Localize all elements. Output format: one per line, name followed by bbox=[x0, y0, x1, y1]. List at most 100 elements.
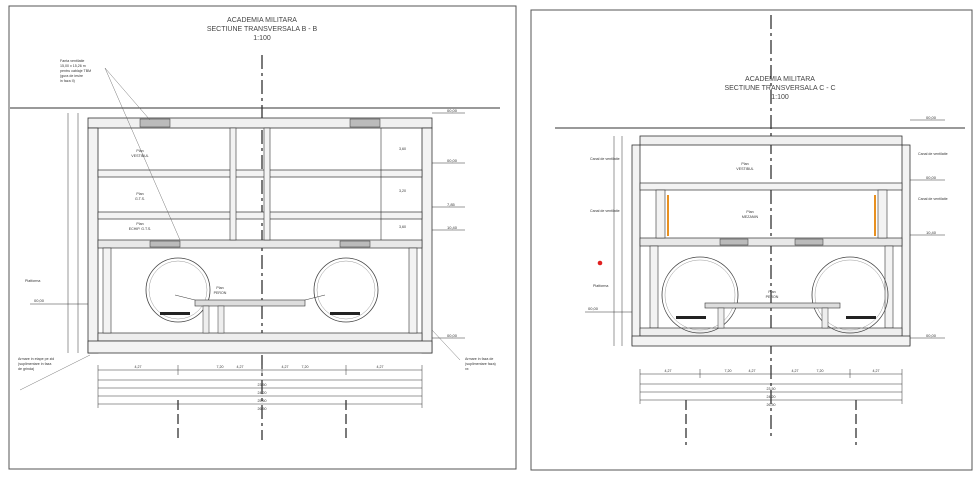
right-left-label: Canal de ventilatie bbox=[590, 209, 620, 213]
dim-label: 7,20 bbox=[217, 365, 224, 369]
right-room-2-sub: MEZANIN bbox=[742, 215, 759, 219]
left-height: 3,20 bbox=[399, 189, 406, 193]
left-stair bbox=[174, 294, 196, 301]
left-room-2-name: Plan bbox=[136, 192, 143, 196]
dim-label: 4,27 bbox=[377, 365, 384, 369]
left-leader bbox=[104, 67, 181, 241]
note-line: xx bbox=[465, 367, 469, 371]
left-tunnel-left bbox=[145, 257, 211, 323]
right-platform-post bbox=[821, 307, 829, 329]
dim-label: 4,27 bbox=[237, 365, 244, 369]
level-marker: 00,00 bbox=[447, 158, 458, 163]
left-room-3-name: Plan bbox=[136, 222, 143, 226]
left-room-1-name: Plan bbox=[136, 149, 143, 153]
right-tunnel-right bbox=[811, 256, 889, 334]
right-floor-slab bbox=[639, 327, 903, 337]
right-drawing: ACADEMIA MILITARA SECTIUNE TRANSVERSALA … bbox=[555, 15, 965, 445]
left-callout-top: Fanta ventilatie 15,00 x 15,26 m pentru … bbox=[60, 59, 91, 83]
left-room-3-sub: ECHIP. G.T.S. bbox=[129, 227, 152, 231]
left-stair bbox=[304, 294, 326, 301]
note-line: (suplimentare in faza bbox=[18, 362, 51, 366]
left-height: 3,60 bbox=[399, 225, 406, 229]
callout-line: in faza II) bbox=[60, 79, 75, 83]
dim-label: 4,27 bbox=[873, 369, 880, 373]
dim-label: 26,50 bbox=[258, 407, 267, 411]
right-mezz-wall bbox=[655, 189, 666, 239]
left-title-line2: SECTIUNE TRANSVERSALA B - B bbox=[207, 26, 318, 33]
left-rail bbox=[160, 312, 190, 315]
left-peron-name: Plan bbox=[216, 286, 223, 290]
left-platform-post bbox=[202, 305, 210, 334]
right-vertical-dims bbox=[613, 136, 623, 346]
left-platform bbox=[194, 299, 306, 307]
left-scale: 1:100 bbox=[253, 35, 271, 42]
dim-label: 25,60 bbox=[258, 399, 267, 403]
right-levels-right: 00,00 00,00 10,40 00,00 bbox=[910, 115, 945, 339]
left-leader bbox=[104, 67, 151, 121]
callout-line: (gura de iesire bbox=[60, 74, 83, 78]
level-marker: 10,40 bbox=[447, 225, 458, 230]
right-levels-left: 00,00 bbox=[585, 306, 632, 313]
dim-label: 23,50 bbox=[767, 387, 776, 391]
dim-label: 4,27 bbox=[792, 369, 799, 373]
left-rail bbox=[330, 312, 360, 315]
dim-label: 24,20 bbox=[767, 395, 776, 399]
left-slab-2 bbox=[97, 169, 423, 178]
left-slab-block bbox=[349, 118, 381, 128]
left-platform-post bbox=[217, 305, 225, 334]
right-slab-block bbox=[794, 238, 824, 246]
dim-label: 4,27 bbox=[282, 365, 289, 369]
left-peron-sub: PERON bbox=[214, 291, 227, 295]
left-dimension-chains bbox=[97, 365, 423, 408]
dim-label: 4,27 bbox=[665, 369, 672, 373]
level-marker: 7,85 bbox=[447, 202, 456, 207]
left-lower-wall bbox=[408, 247, 418, 334]
left-base-slab bbox=[87, 340, 433, 354]
left-levels-right: 00,00 00,00 7,85 10,40 00,00 bbox=[432, 108, 465, 339]
right-platform-post bbox=[717, 307, 725, 329]
callout-line: 15,00 x 15,26 m bbox=[60, 64, 86, 68]
left-levels-left: 00,00 bbox=[30, 298, 88, 305]
right-room-2-name: Plan bbox=[746, 210, 753, 214]
right-rail bbox=[676, 316, 706, 319]
left-slab-4 bbox=[97, 239, 423, 249]
left-room-2-sub: G.T.S. bbox=[135, 197, 145, 201]
right-slab-3 bbox=[639, 237, 903, 247]
red-marker-dot bbox=[597, 260, 603, 266]
left-column bbox=[263, 127, 271, 241]
left-slab-block bbox=[139, 118, 171, 128]
right-scale: 1:100 bbox=[771, 94, 789, 101]
dim-label: 4,27 bbox=[135, 365, 142, 369]
dim-label: 4,27 bbox=[749, 369, 756, 373]
callout-line: pentru cablaje TBM bbox=[60, 69, 91, 73]
right-title-line2: SECTIUNE TRANSVERSALA C - C bbox=[724, 85, 835, 92]
level-marker: 00,00 bbox=[926, 333, 937, 338]
left-leader bbox=[431, 329, 461, 361]
right-right-label: Canal de ventilatie bbox=[918, 152, 948, 156]
left-title-line1: ACADEMIA MILITARA bbox=[227, 17, 297, 24]
right-tunnel-left bbox=[661, 256, 739, 334]
left-slab-3 bbox=[97, 211, 423, 220]
left-slab-block bbox=[339, 240, 371, 248]
level-marker: 00,00 bbox=[588, 306, 599, 311]
left-drawing: ACADEMIA MILITARA SECTIUNE TRANSVERSALA … bbox=[10, 17, 500, 440]
left-outer-wall-right bbox=[421, 127, 433, 354]
right-mezz-wall bbox=[877, 189, 888, 239]
note-line: Armare in etape pe zid bbox=[18, 357, 54, 361]
right-room-1-sub: VESTIBUL bbox=[736, 167, 753, 171]
left-note-right: Armare in faza de (suplimentare faza) xx bbox=[465, 357, 496, 371]
left-column bbox=[229, 127, 237, 241]
right-left-label: Canal de ventilatie bbox=[590, 157, 620, 161]
dim-label: 7,20 bbox=[817, 369, 824, 373]
right-tunnel-right-inner bbox=[814, 259, 886, 331]
right-right-label: Canal de ventilatie bbox=[918, 197, 948, 201]
left-top-slab bbox=[87, 117, 433, 129]
right-outer-wall-left bbox=[631, 144, 641, 346]
callout-line: Fanta ventilatie bbox=[60, 59, 84, 63]
level-marker: 00,00 bbox=[926, 175, 937, 180]
left-leader bbox=[19, 354, 91, 391]
note-line: (suplimentare faza) bbox=[465, 362, 496, 366]
left-tunnel-right bbox=[313, 257, 379, 323]
right-dimension-chains bbox=[639, 369, 903, 404]
left-tunnel-right-inner bbox=[316, 260, 376, 320]
